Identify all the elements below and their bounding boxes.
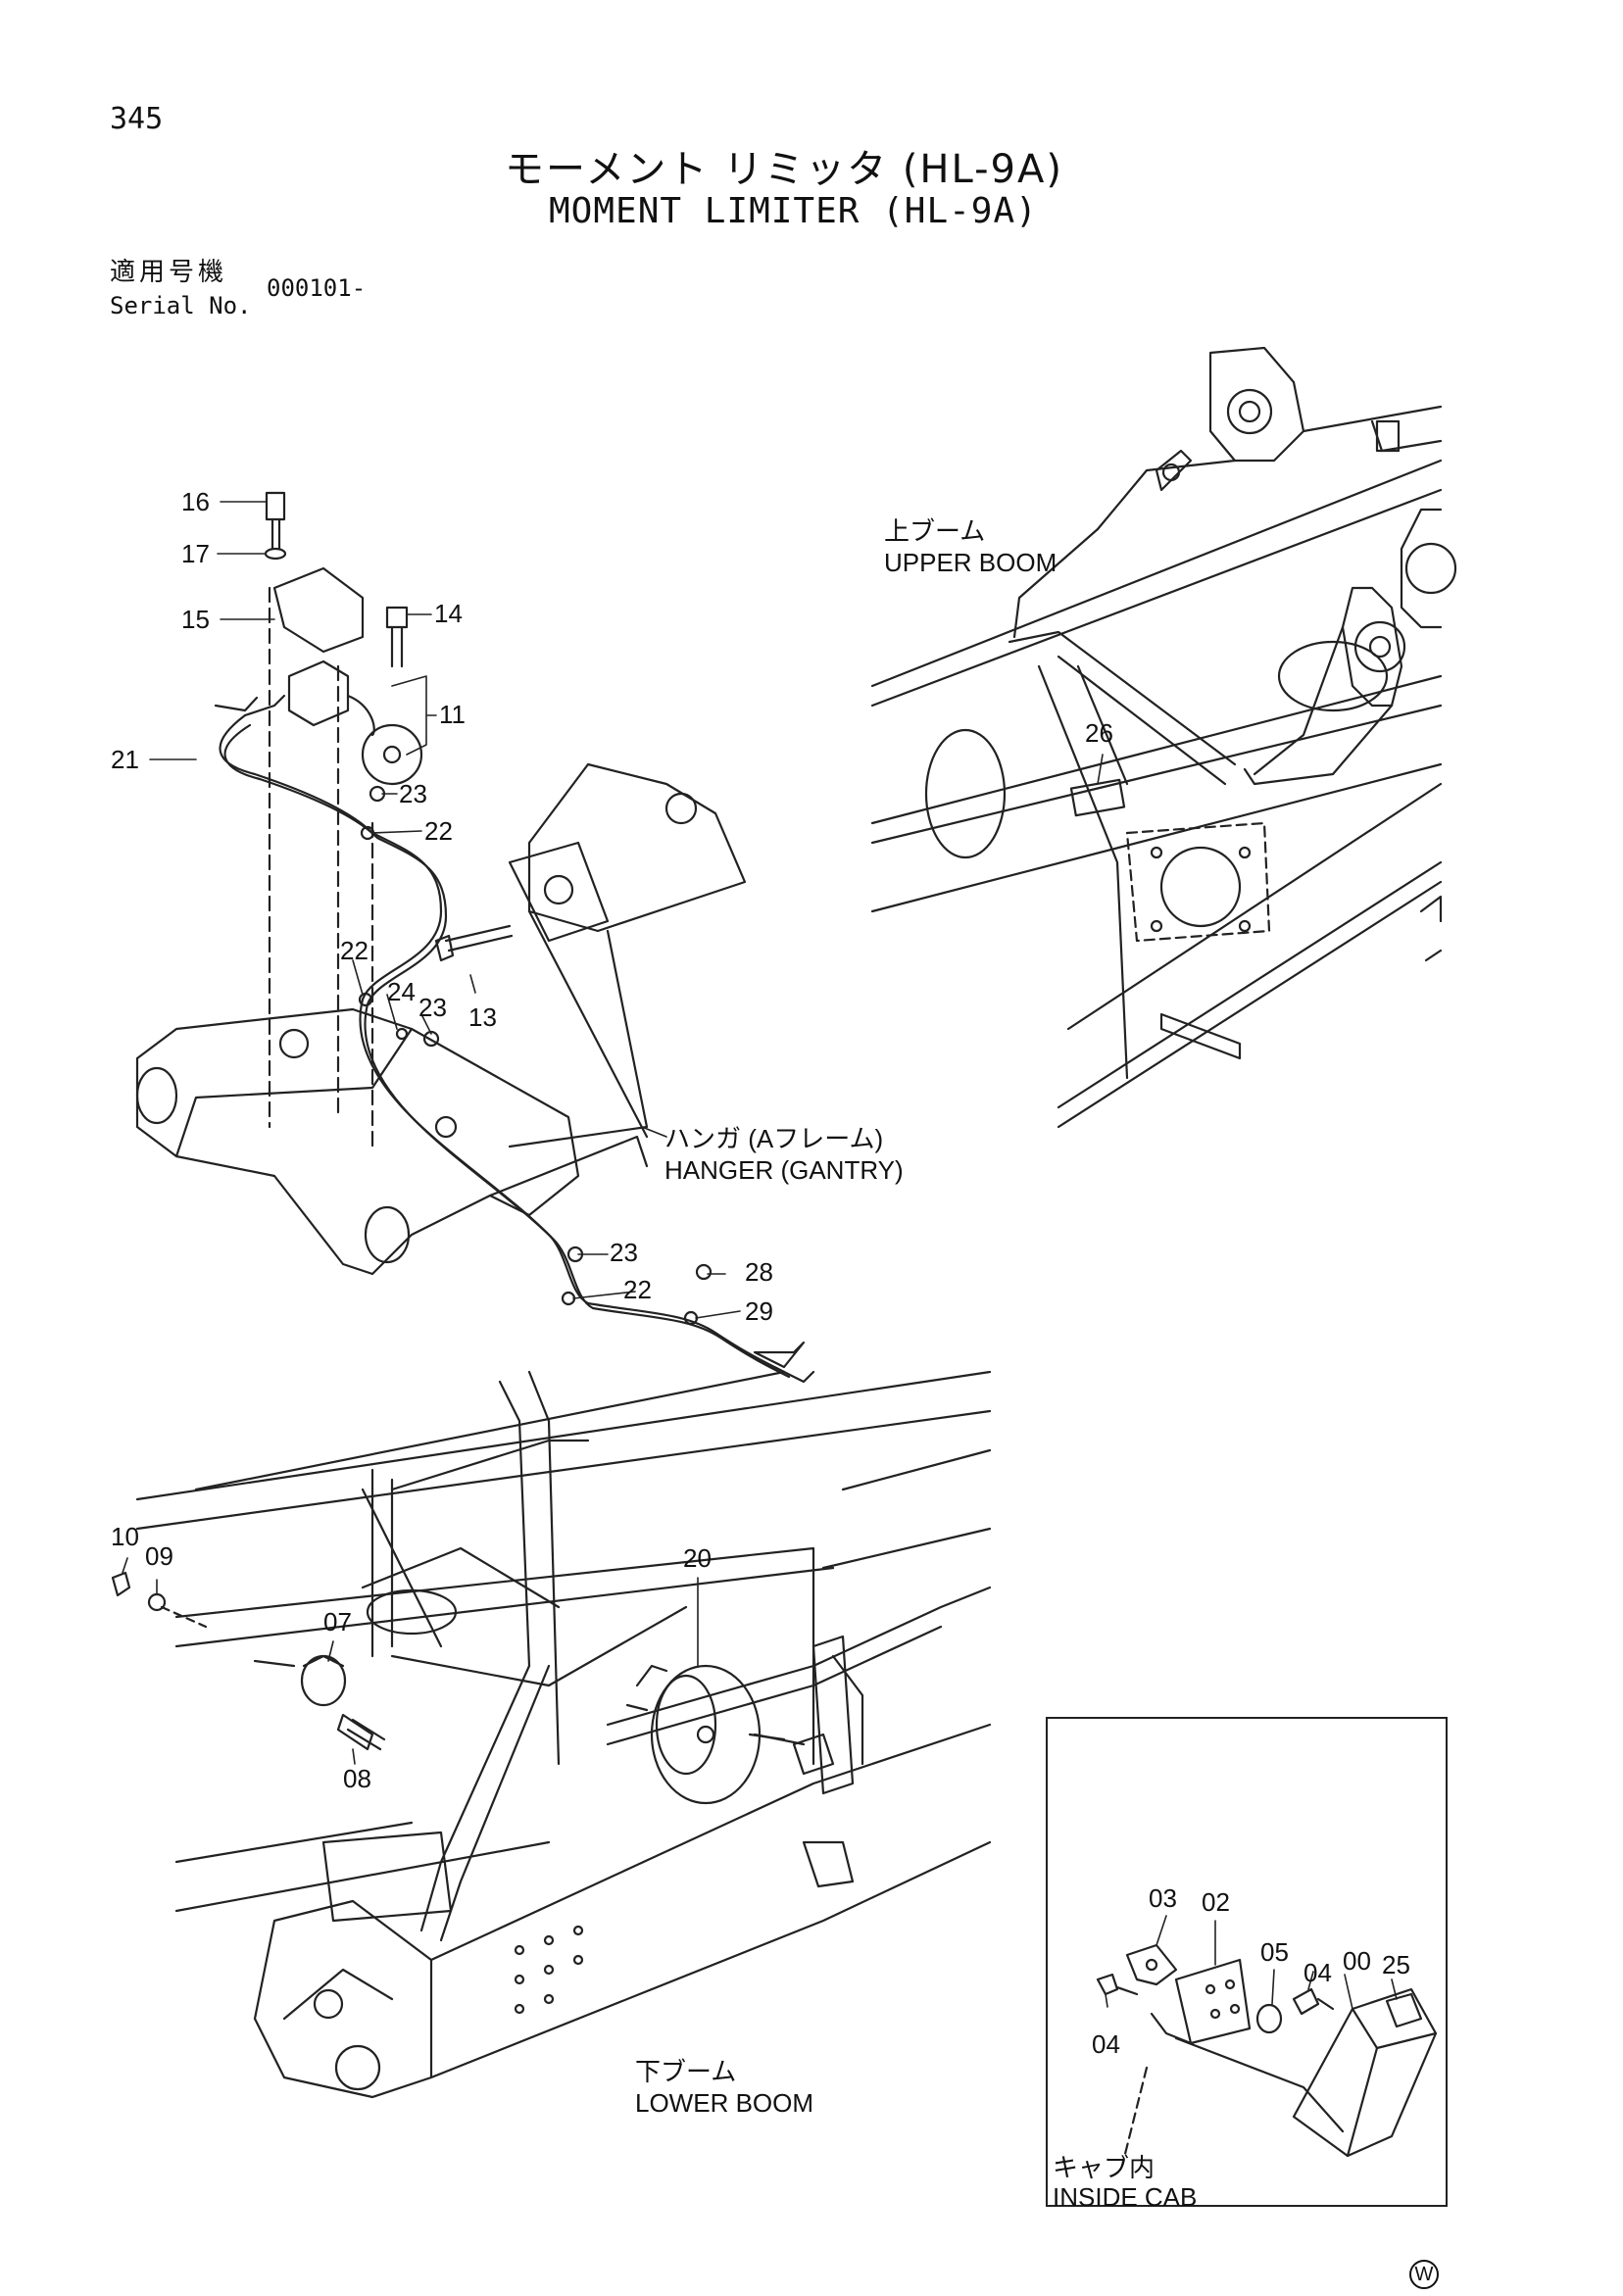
lower-boom-drawing [111,1370,992,2099]
hanger-drawing [135,491,815,1384]
callout-22-b: 22 [340,936,369,965]
serial-label-japanese: 適用号機 [110,258,228,287]
serial-value: 000101- [267,274,367,302]
callout-22-a: 22 [424,816,453,846]
callout-04-a: 04 [1303,1958,1332,1987]
callout-16: 16 [181,487,210,516]
callout-14: 14 [434,599,463,628]
upper-boom-label-jp: 上ブーム [884,516,986,546]
callout-22-c: 22 [623,1275,652,1304]
callout-23-a: 23 [399,779,427,808]
callout-28: 28 [745,1257,773,1287]
callout-15: 15 [181,605,210,634]
upper-boom-drawing [870,346,1457,1129]
callout-11: 11 [439,700,466,729]
callout-02: 02 [1202,1887,1230,1917]
callout-05: 05 [1260,1937,1289,1967]
upper-boom-label-en: UPPER BOOM [884,548,1057,577]
callout-00: 00 [1343,1946,1371,1976]
leader-lines [122,501,1398,2010]
callout-25: 25 [1382,1950,1410,1979]
callout-20: 20 [683,1543,712,1573]
callout-04-b: 04 [1092,2029,1120,2059]
callout-03: 03 [1149,1883,1177,1913]
lower-boom-label-en: LOWER BOOM [635,2088,814,2118]
inside-cab-inset-frame [1046,1717,1448,2207]
page-number: 345 [110,102,164,136]
inside-cab-label-en: INSIDE CAB [1053,2182,1198,2212]
callout-07: 07 [323,1607,352,1637]
callout-10: 10 [111,1522,139,1551]
serial-label-english: Serial No. [110,292,252,319]
callout-13: 13 [468,1002,497,1032]
callout-24: 24 [387,977,416,1006]
corner-mark: W [1409,2260,1439,2289]
lower-boom-label-jp: 下ブーム [635,2057,737,2086]
title-english: MOMENT LIMITER (HL-9A) [549,191,1038,231]
inside-cab-label-jp: キャブ内 [1053,2153,1156,2182]
callout-09: 09 [145,1541,173,1571]
inside-cab-drawing [1096,1943,1438,2168]
callout-08: 08 [343,1764,371,1793]
callout-23-b: 23 [418,993,447,1022]
callout-23-c: 23 [610,1238,638,1267]
callout-21: 21 [111,745,139,774]
hanger-label-jp: ハンガ (Aフレーム) [664,1124,884,1153]
callout-26: 26 [1085,718,1113,748]
callout-29: 29 [745,1296,773,1326]
title-japanese: モーメント リミッタ (HL-9A) [505,147,1063,192]
hanger-label-en: HANGER (GANTRY) [664,1155,904,1185]
callout-17: 17 [181,539,210,568]
